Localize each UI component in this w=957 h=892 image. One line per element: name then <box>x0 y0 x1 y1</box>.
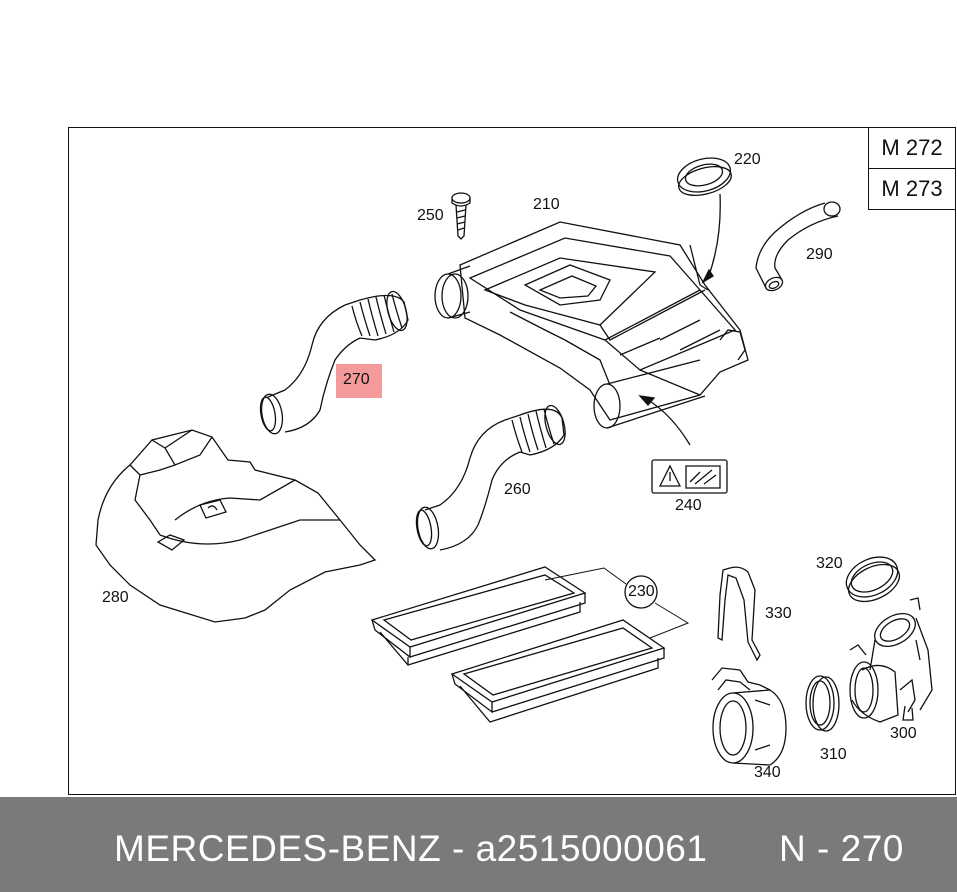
arrow-240-head <box>638 395 656 406</box>
arrow-240 <box>647 399 691 446</box>
footer-bar <box>0 797 957 892</box>
footer-part-number: a2515000061 <box>475 828 708 869</box>
part-330-gasket[interactable] <box>718 567 760 660</box>
part-300-intake-housing[interactable] <box>850 598 932 722</box>
part-280-engine-cover[interactable] <box>96 430 375 622</box>
part-290-hose[interactable] <box>756 202 840 293</box>
callout-210[interactable]: 210 <box>533 196 560 213</box>
callout-320[interactable]: 320 <box>816 555 843 572</box>
arrow-220 <box>707 193 721 279</box>
model-code-label: M 272 <box>881 135 943 160</box>
part-250-screw[interactable] <box>452 193 470 239</box>
callout-250[interactable]: 250 <box>417 207 444 224</box>
arrow-220-head <box>701 268 714 284</box>
part-340-air-mass-sensor[interactable] <box>712 668 786 765</box>
part-210-air-filter-housing[interactable] <box>435 222 748 428</box>
highlight-part-270 <box>336 364 382 398</box>
part-270-air-duct[interactable] <box>258 289 411 435</box>
callout-290[interactable]: 290 <box>806 246 833 263</box>
callout-340[interactable]: 340 <box>754 764 781 781</box>
part-240-warning-label[interactable] <box>652 460 727 493</box>
part-260-air-duct[interactable] <box>414 403 569 550</box>
callout-270[interactable]: 270 <box>343 371 370 388</box>
callout-260[interactable]: 260 <box>504 481 531 498</box>
footer-position: N - 270 <box>779 828 904 869</box>
footer-brand: MERCEDES-BENZ <box>114 828 442 869</box>
callout-230[interactable]: 230 <box>628 583 655 600</box>
callout-330[interactable]: 330 <box>765 605 792 622</box>
model-code-m272: M 272 <box>868 127 956 169</box>
part-230-air-filter-element[interactable] <box>372 567 664 722</box>
footer-separator: - <box>451 828 465 869</box>
callout-300[interactable]: 300 <box>890 725 917 742</box>
footer-caption: MERCEDES-BENZ - a2515000061 N - 270 <box>114 828 904 870</box>
callout-230-circle <box>624 575 658 609</box>
model-code-label: M 273 <box>881 176 943 201</box>
part-320-ring[interactable] <box>840 549 905 609</box>
diagram-frame <box>68 127 956 795</box>
callout-280[interactable]: 280 <box>102 589 129 606</box>
model-code-m273: M 273 <box>868 168 956 210</box>
callout-220[interactable]: 220 <box>734 151 761 168</box>
callout-310[interactable]: 310 <box>820 746 847 763</box>
part-310-ring[interactable] <box>806 676 839 731</box>
leader-230 <box>544 567 690 639</box>
part-220-seal-ring[interactable] <box>674 153 735 201</box>
callout-240[interactable]: 240 <box>675 497 702 514</box>
